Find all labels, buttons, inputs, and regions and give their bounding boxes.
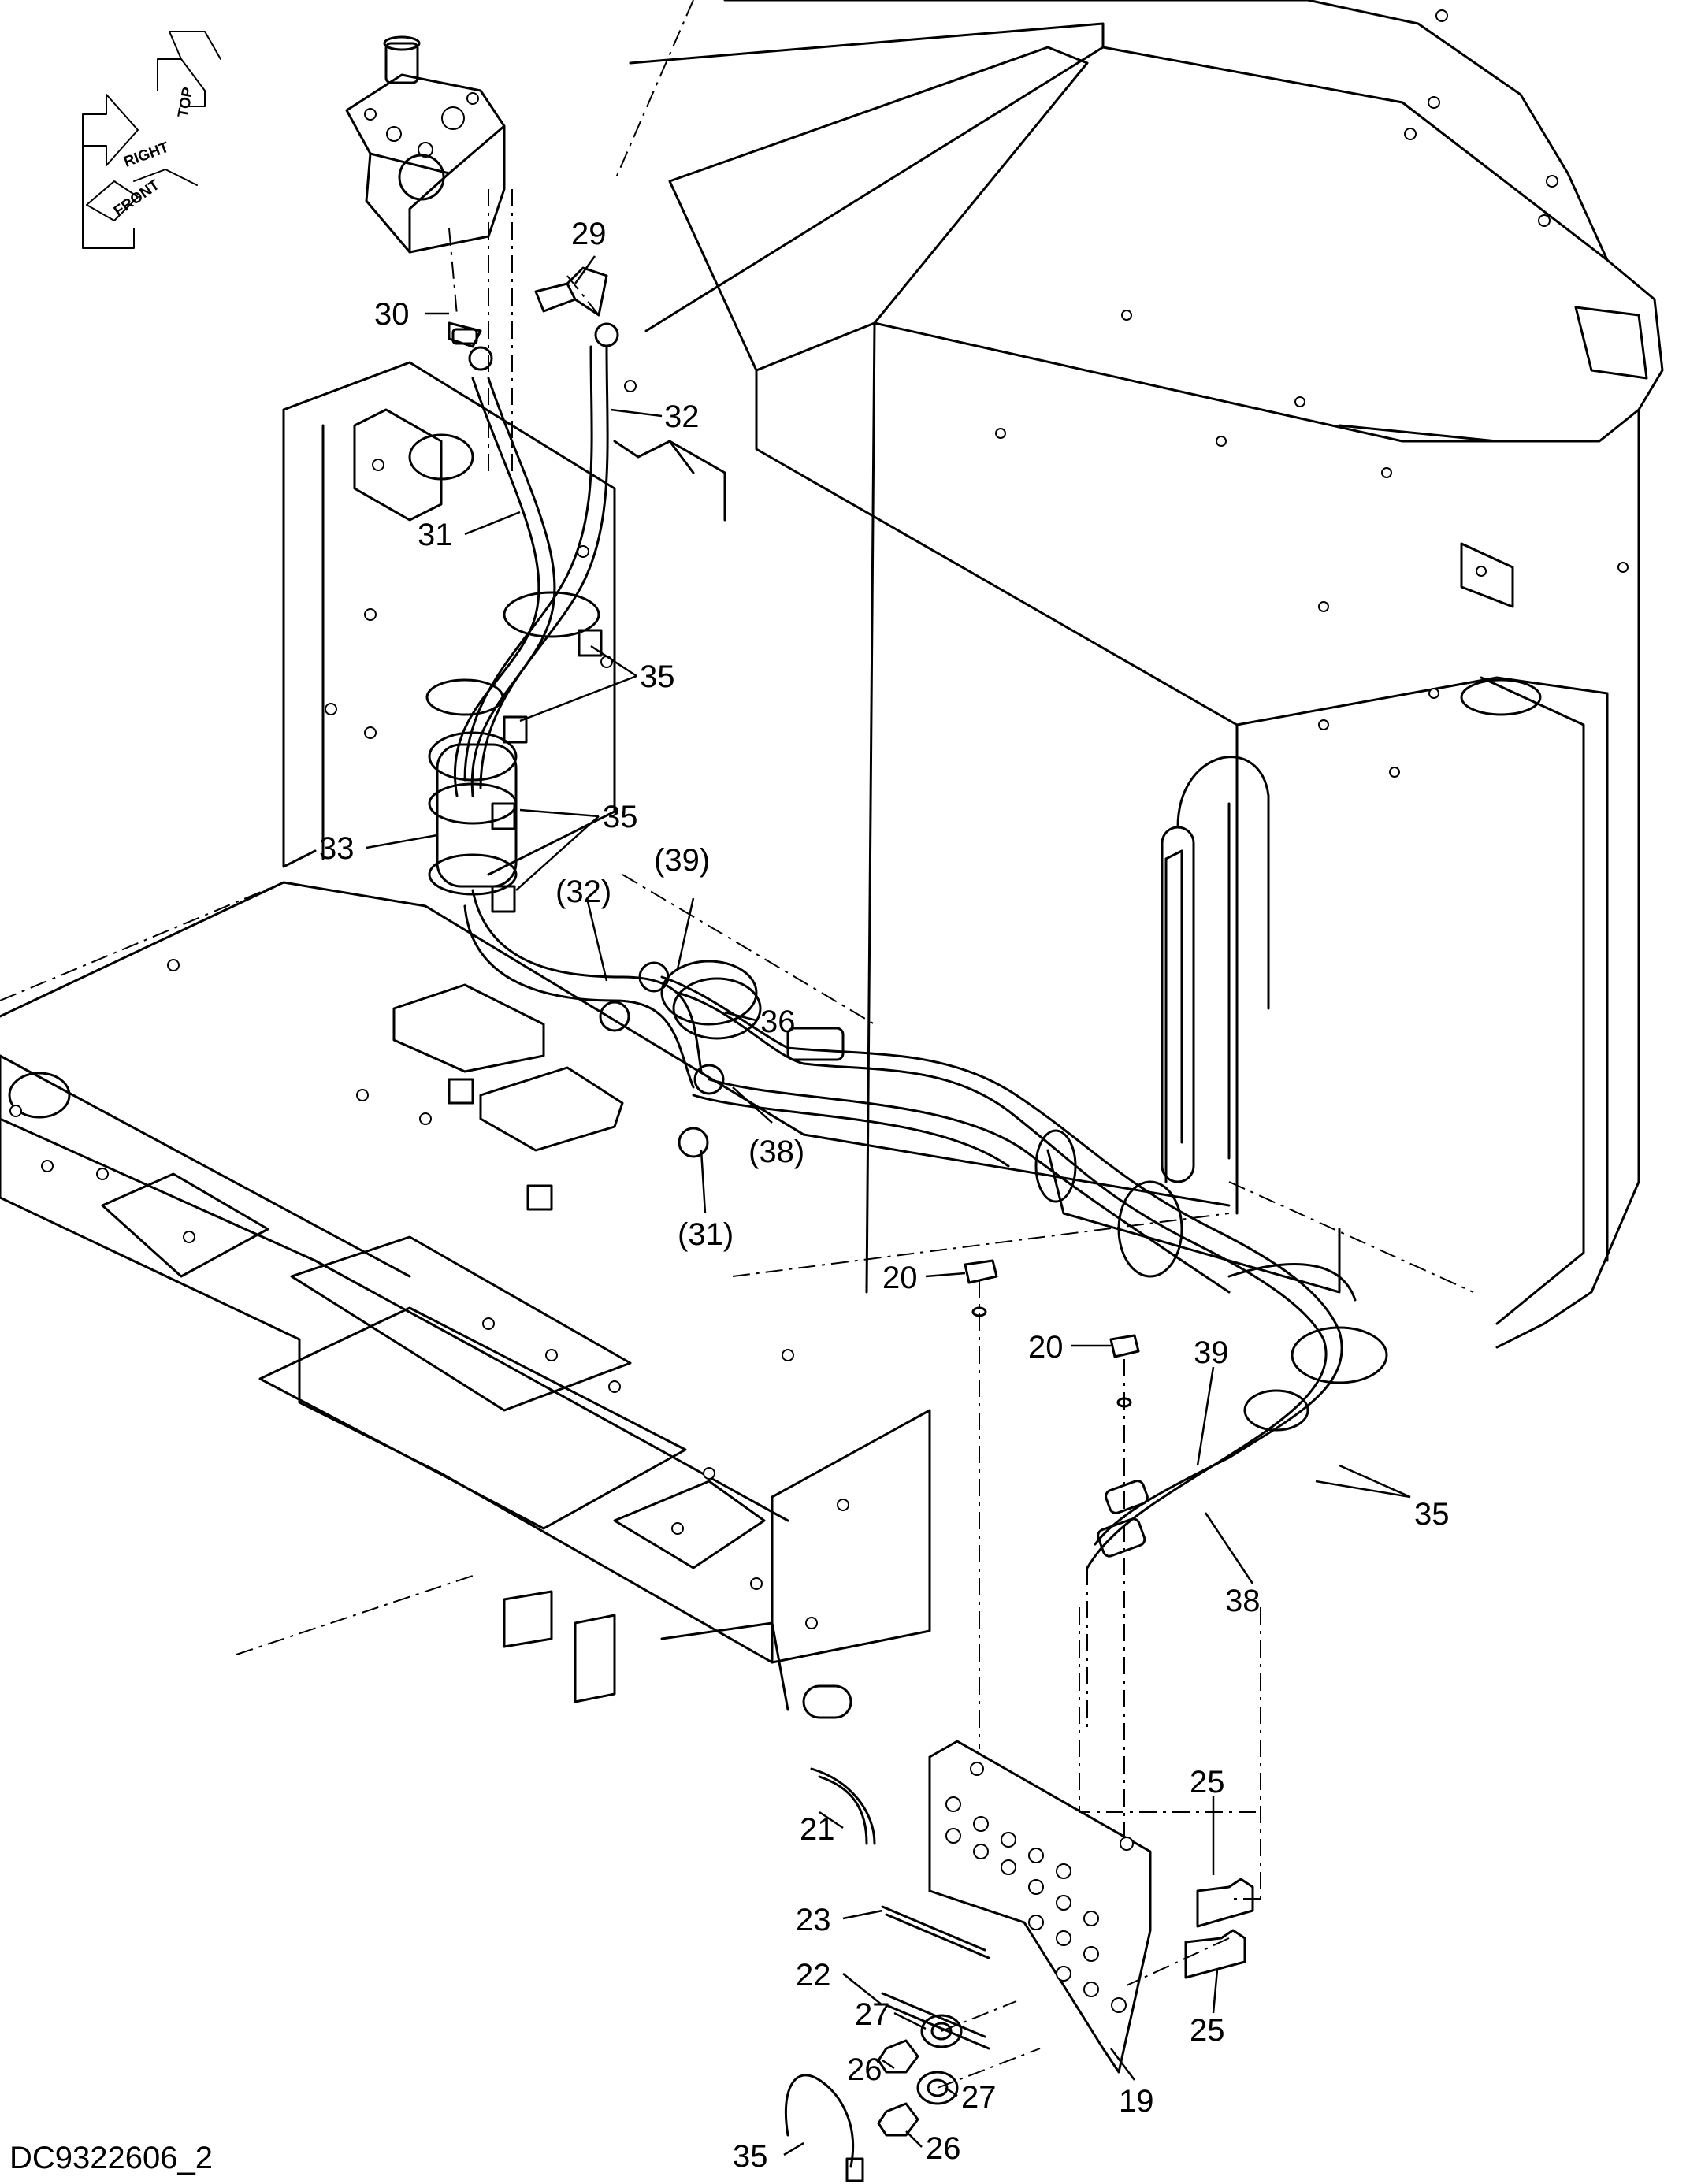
callout-leaders: [366, 255, 1411, 2156]
callout-25-upper: 25: [1190, 1765, 1225, 1800]
callout-26-upper: 26: [847, 2052, 882, 2087]
callout-27-upper: 27: [855, 1997, 890, 2032]
callout-33: 33: [319, 831, 355, 866]
counterweight-body: [629, 0, 1664, 1349]
callout-31: 31: [418, 518, 453, 552]
callout-21: 21: [800, 1812, 835, 1847]
callout-38-ref: (38): [748, 1135, 804, 1169]
callout-labels: 29 30 32 31 35 33 35 (39) (32) 36 (38) (…: [319, 217, 1450, 2174]
hydraulic-motor: [345, 35, 506, 254]
callout-39-ref: (39): [654, 843, 710, 878]
callout-31-ref: (31): [678, 1217, 734, 1252]
assembly-lines: [0, 0, 1474, 2089]
callout-35-middle: 35: [603, 800, 638, 834]
callout-35-upper: 35: [640, 659, 675, 694]
left-bracket-plate: [282, 361, 726, 876]
orientation-front-label: FRONT: [111, 176, 163, 220]
callout-35-lower: 35: [733, 2139, 768, 2174]
callout-19: 19: [1119, 2084, 1154, 2119]
callout-30: 30: [374, 297, 410, 332]
callout-29: 29: [571, 217, 607, 251]
drawing-code: DC9322606_2: [9, 2141, 213, 2175]
callout-22: 22: [796, 1958, 831, 1993]
fittings: [392, 266, 1149, 1558]
orientation-indicator: TOP RIGHT FRONT: [82, 31, 221, 249]
plate-parts: [784, 1767, 1254, 2182]
orientation-top-label: TOP: [175, 86, 196, 119]
callout-26-lower: 26: [926, 2131, 961, 2166]
callout-20-first: 20: [882, 1261, 918, 1295]
callout-25-lower: 25: [1190, 2013, 1225, 2048]
hose-clamps: [425, 591, 758, 1026]
callout-23: 23: [796, 1903, 831, 1937]
callout-35-right: 35: [1414, 1497, 1450, 1532]
callout-38: 38: [1225, 1584, 1261, 1618]
callout-32: 32: [664, 399, 700, 434]
callout-27-lower: 27: [961, 2080, 997, 2115]
base-frame: [0, 881, 1231, 1719]
perforated-plate: [928, 1740, 1152, 2074]
callout-32-ref: (32): [555, 875, 611, 909]
callout-20-second: 20: [1028, 1330, 1064, 1365]
callout-36: 36: [760, 1005, 796, 1039]
callout-39: 39: [1194, 1335, 1229, 1370]
hoses: [454, 345, 1388, 1569]
orientation-right-label: RIGHT: [122, 139, 172, 171]
